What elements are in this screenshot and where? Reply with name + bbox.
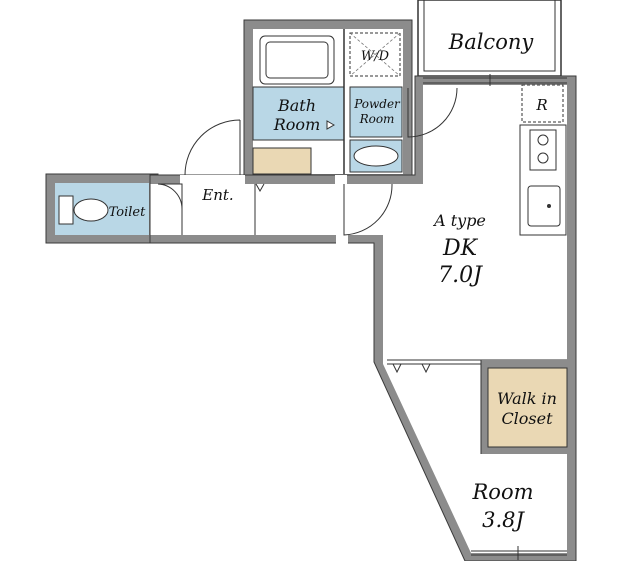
wd-label: W/D (361, 49, 390, 64)
kitchen-counter (519, 124, 567, 236)
burner-icon (537, 134, 549, 146)
doors (157, 87, 458, 236)
entrance-openings (149, 175, 348, 244)
entrance-label: Ent. (201, 186, 233, 204)
powder-label-1: Powder (353, 97, 401, 111)
type-label: A type (432, 211, 486, 230)
bath-room (252, 29, 345, 174)
fridge-label: R (535, 96, 547, 114)
entrance-arrow (255, 183, 265, 193)
burner-icon (537, 152, 549, 164)
storage-box (252, 147, 312, 175)
walk-in-closet (480, 360, 568, 454)
bath-label-1: Bath (277, 96, 316, 115)
sink-icon (527, 185, 561, 227)
bath-label-2: Room (273, 115, 320, 134)
powder-label-2: Room (359, 112, 395, 126)
washer-space (349, 32, 401, 77)
balcony-window (423, 74, 567, 86)
balcony-label: Balcony (448, 30, 535, 54)
dk-label: DK (442, 236, 479, 261)
closet-label-1: Walk in (497, 389, 557, 408)
room-window (471, 546, 567, 560)
powder-room (349, 86, 403, 173)
closet-label-2: Closet (501, 409, 553, 428)
room-label: Room (471, 480, 533, 504)
room-size-label: 3.8J (482, 508, 525, 532)
fridge-space (521, 84, 564, 123)
toilet-room (55, 183, 149, 235)
dk-size-label: 7.0J (438, 263, 483, 288)
toilet-label: Toilet (109, 205, 146, 220)
main-walls (149, 75, 577, 561)
